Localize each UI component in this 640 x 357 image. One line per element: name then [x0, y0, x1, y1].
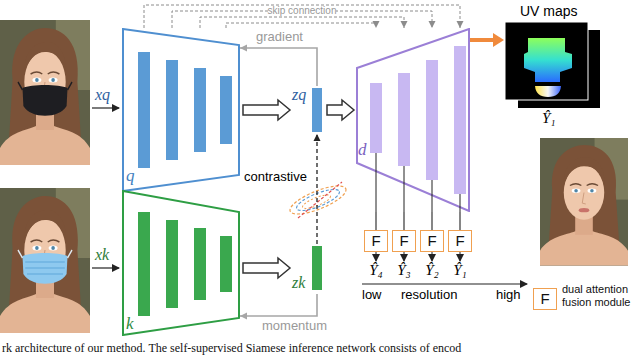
label-box: Ŷ₂ [425, 262, 439, 280]
legend-box: dual attention fusion module [562, 283, 638, 309]
output-label: UV maps [520, 3, 578, 19]
feature-bar [312, 88, 322, 132]
output-label: Ŷ₂ [425, 262, 439, 279]
label-box: UV maps [520, 3, 578, 21]
label-box: high [496, 288, 521, 306]
label-box: resolution [401, 288, 457, 306]
connector [376, 212, 377, 230]
fusion-module: F [448, 230, 472, 252]
trapezoid-outline [122, 190, 240, 336]
legend-swatch: F [533, 288, 557, 310]
label-box: Ŷ₁ [542, 110, 556, 128]
output-label: Ŷ₄ [369, 262, 383, 279]
label-box: low [362, 288, 382, 306]
connector-label-box: skip connection [268, 6, 337, 24]
network-label: k [126, 314, 134, 334]
encoder-q: q [122, 28, 240, 192]
feature-zq: zq [292, 86, 326, 134]
connector [144, 5, 464, 28]
legend-sample-label: F [540, 290, 549, 307]
output-label: Ŷ₃ [397, 262, 411, 279]
fusion-module: F [392, 230, 416, 252]
label-box: xq [95, 86, 110, 104]
label-box: Ŷ₄ [369, 262, 383, 280]
connector [314, 134, 321, 244]
connector-label-box: momentum [262, 319, 327, 337]
axis-label: low [362, 288, 382, 303]
feature-label: zk [292, 274, 305, 292]
figure-caption: rk architecture of our method. The self-… [2, 342, 461, 356]
feature-zk: zk [292, 244, 326, 294]
connector [240, 294, 317, 320]
connector [243, 100, 290, 120]
decoder-d: d [356, 28, 470, 212]
network-label: q [126, 166, 135, 186]
connector [243, 258, 290, 278]
module-label: F [371, 233, 380, 250]
connector-label-box: gradient [256, 30, 303, 48]
connector [226, 21, 380, 28]
module-label: F [455, 233, 464, 250]
legend-text: dual attention fusion module [562, 283, 638, 309]
encoder-k: k [122, 190, 240, 336]
connector [432, 212, 433, 230]
connector [327, 100, 354, 120]
output-label: Ŷ₁ [542, 110, 556, 127]
axis-label: resolution [401, 288, 457, 303]
label-box: xk [95, 246, 109, 264]
input-label: xq [95, 86, 110, 104]
connector [240, 45, 317, 87]
connector-label: momentum [262, 319, 327, 334]
axis-label: high [496, 288, 521, 303]
fusion-module: F [364, 230, 388, 252]
connector [460, 212, 461, 230]
output-label: Ŷ₁ [453, 262, 467, 279]
connector-label: contrastive [244, 170, 307, 185]
module-label: F [427, 233, 436, 250]
label-box: Ŷ₃ [397, 262, 411, 280]
connector [404, 212, 405, 230]
connector-label: skip connection [268, 6, 337, 16]
network-label: d [358, 140, 367, 160]
fusion-module: F [420, 230, 444, 252]
input-label: xk [95, 246, 109, 264]
feature-bar [312, 246, 322, 290]
feature-label: zq [292, 86, 306, 104]
connector-label-box: contrastive [244, 170, 307, 188]
module-label: F [399, 233, 408, 250]
trapezoid-outline [356, 28, 470, 212]
connector-label: gradient [256, 30, 303, 45]
label-box: Ŷ₁ [453, 262, 467, 280]
trapezoid-outline [122, 28, 240, 192]
connector [200, 17, 408, 28]
caption-box: rk architecture of our method. The self-… [2, 342, 461, 357]
